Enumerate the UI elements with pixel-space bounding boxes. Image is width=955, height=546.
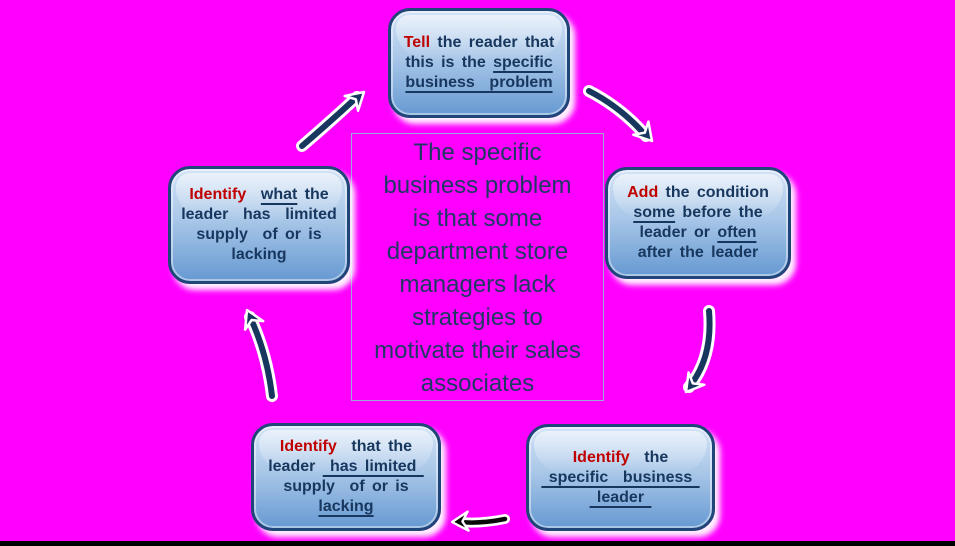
text-line: business problem [405,74,553,91]
node-identify-leader-lacking: Identify that the leader has limited supp… [251,423,441,531]
text-line: supply of or is [196,226,322,243]
text-line: leader has limited [268,458,424,475]
node-add-condition: Add the condition some before the leader o… [605,167,791,279]
text-line: strategies to [412,304,543,331]
text-line: associates [420,370,535,397]
text-line: The specific [413,139,542,166]
text-line: is that some [412,205,543,232]
text-line: business problem [383,172,572,199]
text-line: Identify the [572,448,669,466]
text-line: Add the condition [627,184,769,201]
center-problem-statement: The specific business problem is that some… [351,133,604,401]
text-line: this is the specific [405,54,553,71]
text-line: leader [589,488,652,506]
text-line: leader has limited [181,206,337,223]
arrow-right-to-bottom-right-icon [683,305,716,394]
node-tell-reader: Tell the reader that this is the specific… [388,8,570,118]
text-line: some before the [633,204,763,221]
node-identify-business-leader: Identify the specific business leader [526,424,715,531]
text-line: Identify what the [189,186,329,203]
arrow-bottom-right-to-bottom-left-icon [450,510,510,532]
text-line: managers lack [399,271,556,298]
text-line: specific business [541,468,700,486]
text-line: lacking [318,498,374,515]
text-line: leader or often [639,224,757,241]
arrow-bottom-left-to-left-icon [243,308,278,402]
text-line: supply of or is [283,478,409,495]
text-line: department store [386,238,569,265]
text-line: Tell the reader that [403,34,555,51]
text-line: lacking [231,246,287,263]
bottom-black-bar [0,541,955,546]
text-line: Identify that the [279,438,413,455]
text-line: after the leader [637,244,759,261]
text-line: motivate their sales [374,337,581,364]
node-identify-what-lacking: Identify what the leader has limited suppl… [168,166,350,284]
